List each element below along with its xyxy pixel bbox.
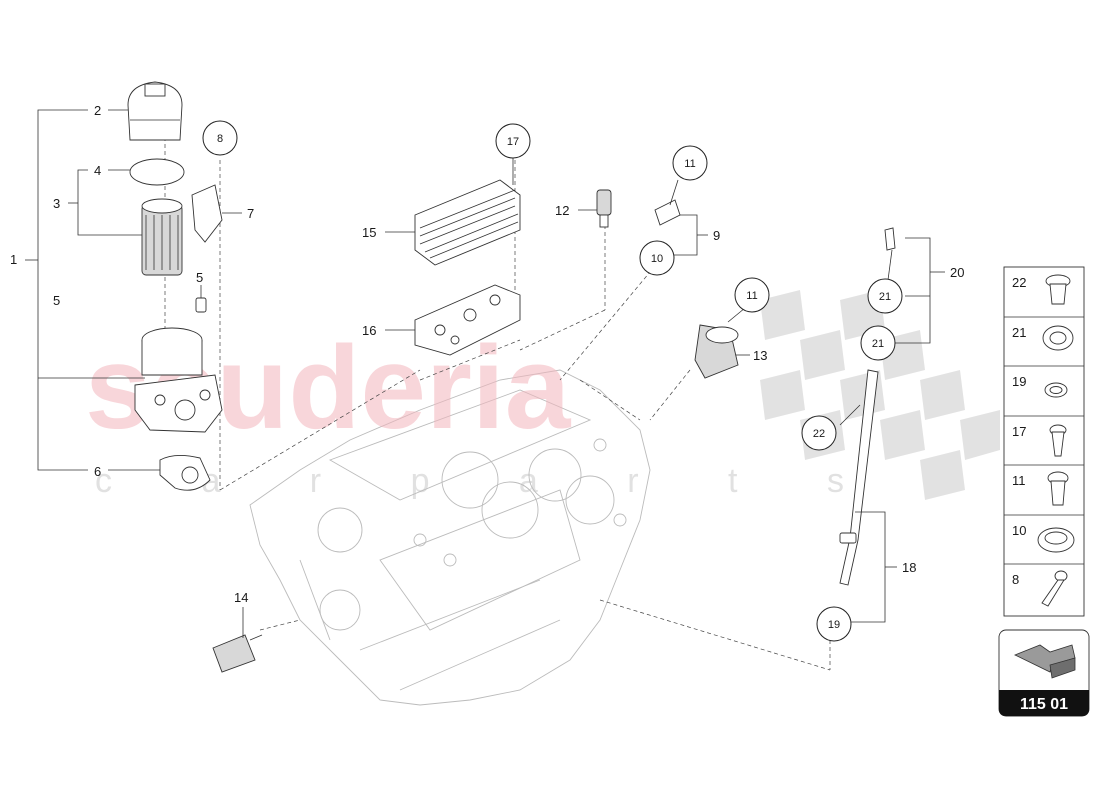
callout-labels: 1 2 3 4 5 5 6 7 9 12 13 14 15 16 18 20 [10, 103, 964, 605]
washer-10-icon [1037, 527, 1075, 553]
oil-filter-cap [127, 81, 183, 141]
seal-ring-19-icon [1044, 382, 1068, 398]
callout-6: 6 [94, 464, 101, 479]
callout-7: 7 [247, 206, 254, 221]
reference-box: 115 01 [998, 629, 1090, 717]
washer-21-icon [1042, 325, 1074, 351]
circle-callout-22: 22 [813, 428, 825, 440]
legend-label-10: 10 [1012, 523, 1026, 538]
legend-label-11: 11 [1012, 473, 1026, 488]
circle-callout-11-top: 11 [684, 158, 695, 170]
callout-5-bracket: 5 [53, 293, 60, 308]
bracket-part [191, 184, 223, 243]
leader-lines [25, 109, 945, 638]
oil-filter-element [141, 198, 183, 276]
callout-3: 3 [53, 196, 60, 211]
callout-13: 13 [753, 348, 767, 363]
o-ring-part [129, 158, 185, 186]
callout-12: 12 [555, 203, 569, 218]
watermark-sub-text: c a r p a r t s [95, 462, 884, 500]
dipstick-tube [839, 369, 879, 586]
dipstick-top [884, 227, 896, 251]
engine-block [249, 369, 651, 706]
bolt-22-icon [1045, 274, 1071, 305]
legend-label-19: 19 [1012, 374, 1026, 389]
callout-16: 16 [362, 323, 376, 338]
circle-callout-19: 19 [828, 619, 840, 631]
circled-callouts: 8 17 11 10 11 21 21 22 19 [202, 120, 903, 642]
circle-callout-11-bottom: 11 [746, 290, 757, 302]
callout-2: 2 [94, 103, 101, 118]
callout-18: 18 [902, 560, 916, 575]
callout-4: 4 [94, 163, 101, 178]
legend-label-17: 17 [1012, 424, 1026, 439]
sensor-part-9 [654, 199, 681, 226]
legend-label-8: 8 [1012, 572, 1019, 587]
circle-callout-21-bottom: 21 [872, 338, 884, 350]
small-valve-part [195, 297, 207, 313]
sensor-part-14 [212, 634, 263, 673]
oil-filter-housing [134, 327, 223, 433]
bolt-11-icon [1047, 471, 1069, 506]
legend-label-22: 22 [1012, 275, 1026, 290]
housing-gasket [159, 455, 211, 491]
callout-20: 20 [950, 265, 964, 280]
cooler-gasket-plate [414, 284, 521, 356]
circle-callout-10: 10 [651, 253, 663, 265]
callout-15: 15 [362, 225, 376, 240]
circle-callout-21-top: 21 [879, 291, 891, 303]
circle-callout-17: 17 [507, 136, 519, 148]
bolt-8-icon [1041, 570, 1068, 607]
reference-number: 115 01 [1020, 696, 1068, 713]
pressure-sensor-12 [596, 189, 612, 228]
direction-arrow-icon [1014, 644, 1076, 679]
oil-cooler [414, 179, 521, 266]
circle-callout-8: 8 [217, 133, 223, 145]
callout-14: 14 [234, 590, 248, 605]
callout-9: 9 [713, 228, 720, 243]
callout-1: 1 [10, 252, 17, 267]
sensor-part-13 [694, 324, 739, 379]
parts-legend: 22 21 19 17 11 10 8 [1003, 266, 1085, 617]
bolt-17-icon [1049, 424, 1067, 457]
callout-5-valve: 5 [196, 270, 203, 285]
legend-label-21: 21 [1012, 325, 1026, 340]
